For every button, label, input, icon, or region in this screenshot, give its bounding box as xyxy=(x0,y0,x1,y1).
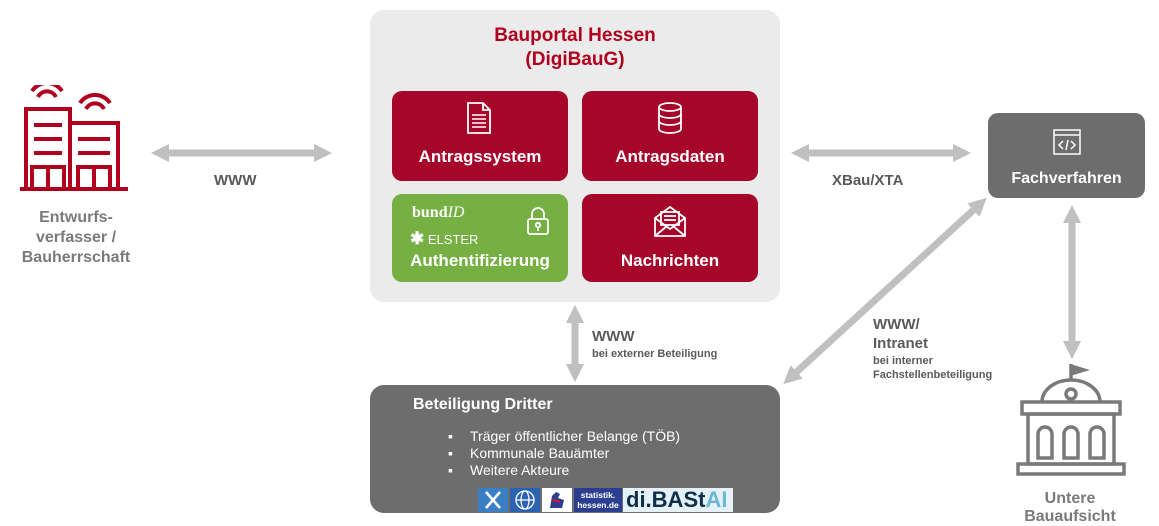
logo-statistik-line2: hessen.de xyxy=(577,500,619,510)
bundid-logo-id: ID xyxy=(447,204,465,221)
envelope-icon xyxy=(654,205,686,237)
document-icon xyxy=(467,102,491,134)
portal-title: Bauportal Hessen (DigiBauG) xyxy=(370,24,780,72)
actor-label-line1: Entwurfs- xyxy=(39,209,113,226)
behoerde-label-line1: Untere xyxy=(1044,490,1096,507)
actor-label-line2: verfasser / xyxy=(35,229,117,246)
lock-icon xyxy=(527,207,549,235)
logo-statistik-hessen: statistik. hessen.de xyxy=(574,488,622,512)
logo-dibastai: di.BAStAI xyxy=(623,488,733,512)
label-interne-line1: bei interner xyxy=(873,355,933,367)
logo-statistik-line1: statistik. xyxy=(580,490,616,500)
portal-title-line1: Bauportal Hessen xyxy=(494,25,656,46)
logo-hessen-lion-icon xyxy=(542,488,572,512)
database-icon xyxy=(658,102,682,134)
asterisk-logo-icon xyxy=(485,491,501,509)
dritter-title: Beteiligung Dritter xyxy=(413,396,553,413)
label-www-dritter: WWW xyxy=(592,328,635,345)
dritter-list: Träger öffentlicher Belange (TÖB) Kommun… xyxy=(448,428,680,479)
code-window-icon xyxy=(1053,129,1081,155)
globe-icon xyxy=(515,490,535,510)
elster-star-icon: ✱ xyxy=(410,229,425,248)
bundid-logo-text: bund xyxy=(412,204,448,221)
office-buildings-icon xyxy=(20,85,128,191)
fachverfahren-box[interactable]: Fachverfahren xyxy=(988,113,1145,198)
list-item: Träger öffentlicher Belange (TÖB) xyxy=(448,428,680,445)
arrow-fach-dritter xyxy=(783,197,987,385)
logo-dibastai-text: di.BASt xyxy=(626,487,706,512)
list-item-text: Träger öffentlicher Belange (TÖB) xyxy=(470,428,681,444)
label-interne-beteiligung: bei interner Fachstellenbeteiligung xyxy=(873,354,992,382)
label-www-left: WWW xyxy=(214,172,257,189)
list-item-text: Kommunale Bauämter xyxy=(470,445,610,461)
list-item: Weitere Akteure xyxy=(448,462,680,479)
label-externe-beteiligung: bei externer Beteiligung xyxy=(592,348,718,360)
list-item-text: Weitere Akteure xyxy=(470,462,570,478)
tile-antragssystem-label: Antragssystem xyxy=(418,147,542,166)
tile-antragssystem[interactable]: Antragssystem xyxy=(392,91,568,181)
elster-logo-text: ELSTER xyxy=(427,232,479,247)
actor-label-line3: Bauherrschaft xyxy=(21,249,131,266)
behoerde-label-line2: Bauaufsicht xyxy=(1024,508,1116,525)
tile-antragsdaten[interactable]: Antragsdaten xyxy=(582,91,758,181)
logo-globe-icon xyxy=(510,488,540,512)
label-www-intranet-line2: Intranet xyxy=(873,335,929,352)
tile-authentifizierung[interactable]: bundID ✱ ELSTER Authentifizierung xyxy=(392,194,568,282)
bundid-logo: bundID xyxy=(412,204,464,222)
fachverfahren-label: Fachverfahren xyxy=(1011,170,1122,187)
tile-nachrichten[interactable]: Nachrichten xyxy=(582,194,758,282)
logo-dibastai-ai: AI xyxy=(705,487,728,512)
label-xbau-xta: XBau/XTA xyxy=(832,172,904,189)
actor-label: Entwurfs- verfasser / Bauherrschaft xyxy=(0,208,152,268)
government-building-icon xyxy=(1016,364,1126,476)
tile-authentifizierung-label: Authentifizierung xyxy=(410,251,550,270)
label-www-intranet: WWW/ Intranet xyxy=(873,315,928,353)
list-item: Kommunale Bauämter xyxy=(448,445,680,462)
tile-nachrichten-label: Nachrichten xyxy=(620,251,720,270)
portal-title-line2: (DigiBauG) xyxy=(525,49,625,70)
label-www-intranet-line1: WWW/ xyxy=(873,316,920,333)
label-interne-line2: Fachstellenbeteiligung xyxy=(873,369,993,381)
lion-icon xyxy=(550,492,564,508)
logo-bund-icon xyxy=(478,488,508,512)
elster-logo: ✱ ELSTER xyxy=(410,229,478,249)
behoerde-label: Untere Bauaufsicht xyxy=(1000,490,1140,526)
tile-antragsdaten-label: Antragsdaten xyxy=(615,147,725,166)
